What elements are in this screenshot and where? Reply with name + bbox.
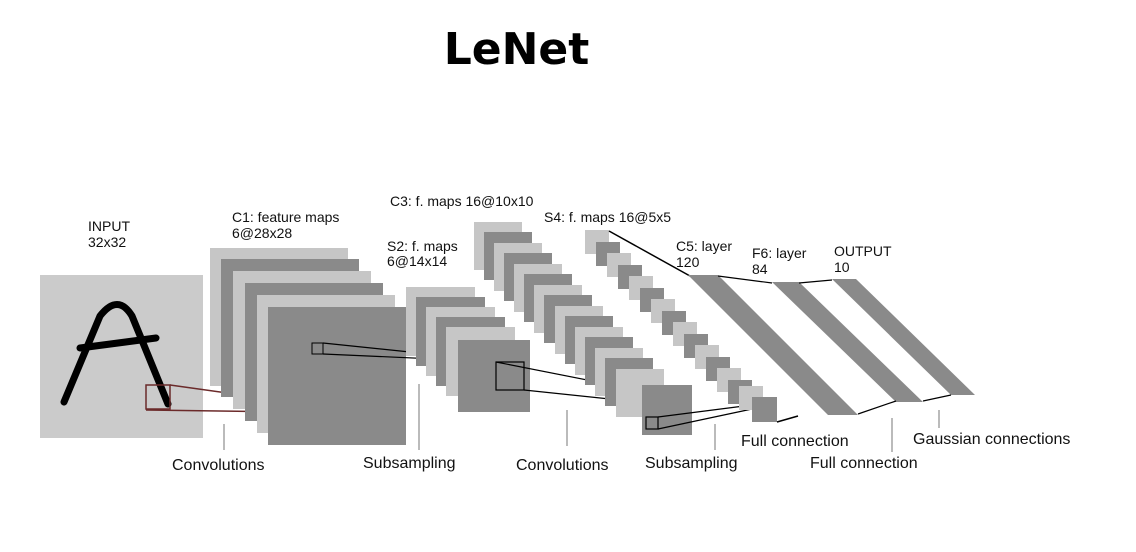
c3-feature-map-stack	[474, 222, 692, 435]
s4-feature-map	[752, 397, 777, 422]
diagram-title: LeNet	[443, 24, 590, 75]
c3-receptive-field	[645, 416, 659, 430]
c5-size-label: 120	[676, 254, 700, 270]
full-connection-line	[857, 400, 897, 415]
input-receptive-field	[145, 384, 171, 410]
sub2-connector-line	[657, 404, 753, 418]
c5-label: C5: layer	[676, 238, 732, 254]
c1-receptive-field	[311, 342, 324, 355]
gaussian-connection-line	[922, 394, 952, 402]
f6-label: F6: layer	[752, 245, 807, 261]
sub2-connector-line	[657, 408, 753, 430]
gaussian-connection-line	[798, 279, 833, 284]
s4-feature-map-stack	[585, 230, 777, 422]
c5-connector-line	[608, 230, 691, 277]
output-layer-band	[832, 279, 975, 395]
c1-label: C1: feature maps	[232, 209, 339, 225]
output-label: OUTPUT	[834, 243, 892, 259]
s4-label: S4: f. maps 16@5x5	[544, 209, 671, 225]
f6-size-label: 84	[752, 261, 768, 277]
full-connection-line	[717, 275, 773, 284]
handwritten-a-crossbar	[76, 334, 160, 352]
gauss-op-label: Gaussian connections	[913, 431, 1070, 448]
c3-label: C3: f. maps 16@10x10	[390, 193, 534, 209]
c1-feature-map	[268, 307, 406, 445]
c5-layer-band	[688, 275, 858, 415]
s2-label: S2: f. maps	[387, 238, 458, 254]
c5-connector-line	[776, 415, 799, 423]
s2-feature-map	[458, 340, 530, 412]
f6-layer-band	[772, 282, 923, 402]
output-size-label: 10	[834, 259, 850, 275]
full2-op-label: Full connection	[810, 455, 918, 472]
s2-size-label: 6@14x14	[387, 253, 447, 269]
handwritten-a-glyph	[60, 301, 172, 408]
input-label: INPUT	[88, 218, 130, 234]
full1-op-label: Full connection	[741, 433, 849, 450]
sub1-op-label: Subsampling	[363, 455, 456, 472]
sub2-op-label: Subsampling	[645, 455, 738, 472]
input-size-label: 32x32	[88, 234, 126, 250]
c1-size-label: 6@28x28	[232, 225, 292, 241]
conv1-op-label: Convolutions	[172, 457, 265, 474]
input-image	[40, 275, 203, 438]
s2-receptive-field	[495, 361, 525, 391]
conv2-op-label: Convolutions	[516, 457, 609, 474]
